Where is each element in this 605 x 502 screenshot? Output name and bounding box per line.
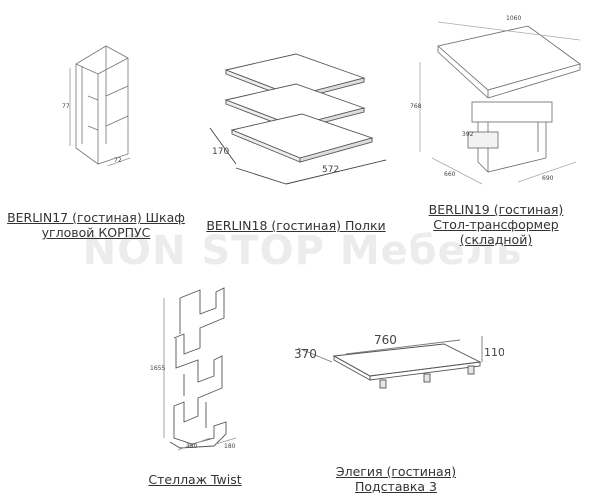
dim-label: 572 [322, 165, 339, 175]
dim-label: 370 [294, 347, 317, 361]
dim-label: 380 [186, 443, 198, 450]
product-image-berlin17[interactable]: 77 72 [58, 36, 158, 166]
dim-label: 1655 [150, 365, 165, 372]
product-image-twist[interactable]: 1655 380 180 [140, 278, 250, 454]
product-link-elegia[interactable]: Элегия (гостиная) Подставка 3 [296, 464, 496, 494]
dim-label: 77 [62, 103, 70, 110]
caption-line: Стол-трансформер [433, 217, 559, 232]
product-link-berlin19[interactable]: BERLIN19 (гостиная) Стол-трансформер (ск… [396, 202, 596, 247]
caption-line: (складной) [459, 232, 533, 247]
dim-label: 180 [224, 443, 236, 450]
dim-label: 170 [212, 147, 229, 157]
caption-line: BERLIN17 (гостиная) Шкаф [7, 210, 185, 225]
caption-line: Подставка 3 [354, 479, 437, 494]
product-link-twist[interactable]: Стеллаж Twist [100, 472, 290, 487]
caption-line: BERLIN18 (гостиная) Полки [206, 218, 386, 233]
dim-label: 72 [114, 157, 122, 164]
caption-line: Элегия (гостиная) [335, 464, 457, 479]
dim-label: 110 [484, 346, 504, 359]
dim-label: 760 [374, 333, 397, 347]
dim-label: 392 [462, 131, 474, 138]
product-link-berlin18[interactable]: BERLIN18 (гостиная) Полки [196, 218, 396, 233]
product-image-elegia[interactable]: 760 370 110 [284, 322, 504, 402]
dim-label: 768 [410, 103, 422, 110]
product-image-berlin19[interactable]: 1060 768 392 660 690 [408, 12, 588, 192]
dim-label: 690 [542, 175, 554, 182]
dim-label: 660 [444, 171, 456, 178]
product-link-berlin17[interactable]: BERLIN17 (гостиная) Шкаф угловой КОРПУС [0, 210, 192, 240]
caption-line: BERLIN19 (гостиная) [428, 202, 564, 217]
dim-label: 1060 [506, 15, 521, 22]
caption-line: Стеллаж Twist [148, 472, 242, 487]
caption-line: угловой КОРПУС [41, 225, 151, 240]
product-image-berlin18[interactable]: 170 572 [196, 44, 396, 194]
